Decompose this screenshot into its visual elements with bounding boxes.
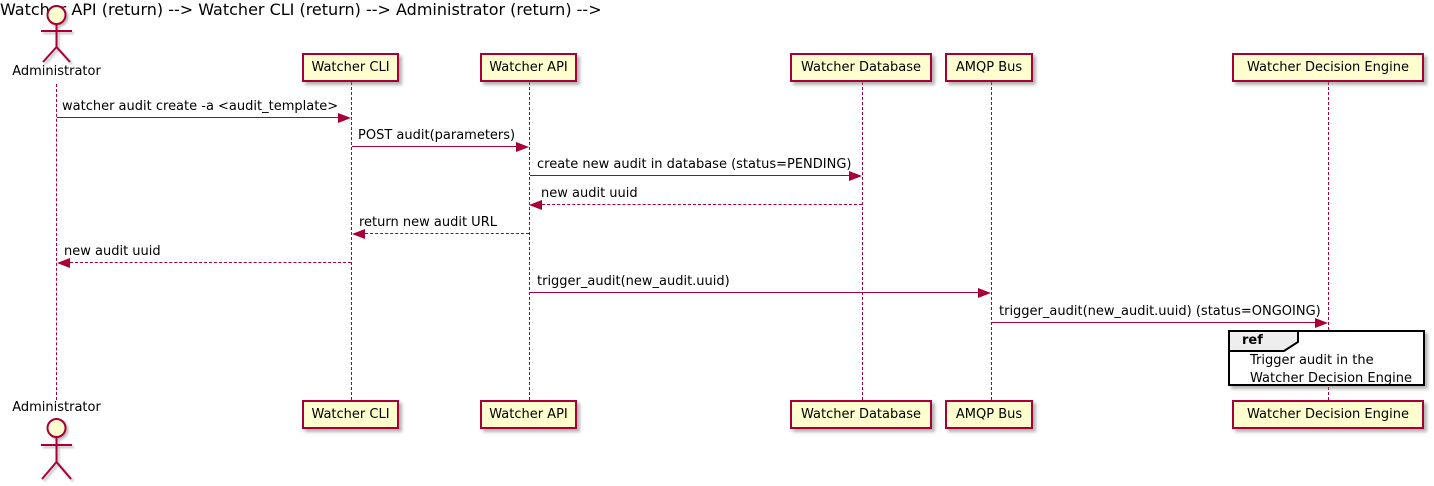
ref-tab-shape [1228, 330, 1299, 352]
message-7-arrowhead [978, 288, 991, 298]
ref-keyword: ref [1242, 333, 1263, 348]
participant-watcher-cli-top: Watcher CLI [302, 53, 399, 82]
message-3-arrowhead [849, 171, 862, 181]
participant-watcher-database-bottom: Watcher Database [790, 400, 932, 429]
message-5-arrowhead [352, 229, 365, 239]
lifeline-administrator [56, 84, 57, 400]
message-4-line [542, 204, 862, 205]
actor-label-bottom: Administrator [12, 400, 101, 415]
lifeline-watcher-cli [351, 82, 352, 400]
message-7-label: trigger_audit(new_audit.uuid) [537, 274, 730, 289]
message-1-arrowhead [338, 113, 351, 123]
actor-label-top: Administrator [12, 64, 101, 79]
participant-watcher-decision-engine-top: Watcher Decision Engine [1232, 53, 1424, 82]
ref-fragment: ref Trigger audit in the Watcher Decisio… [1228, 330, 1425, 386]
message-2-arrowhead [516, 142, 529, 152]
message-1-line [57, 117, 338, 118]
participant-amqp-bus-bottom: AMQP Bus [945, 400, 1033, 429]
actor-icon [41, 5, 72, 63]
message-5-label: return new audit URL [359, 215, 497, 230]
message-3-line [530, 175, 849, 176]
message-6-arrowhead [57, 258, 70, 268]
lifeline-watcher-api [529, 82, 530, 400]
message-6-line [70, 262, 351, 263]
message-1-label: watcher audit create -a <audit_template> [62, 99, 339, 114]
message-2-label: POST audit(parameters) [358, 128, 516, 143]
message-7-line [530, 292, 978, 293]
actor-icon-bottom [41, 418, 72, 480]
message-8-arrowhead [1315, 318, 1328, 328]
message-8-line [992, 322, 1315, 323]
ref-text-line-1: Trigger audit in the [1250, 353, 1374, 368]
message-4-arrowhead [529, 200, 542, 210]
message-6-label: new audit uuid [64, 244, 161, 259]
lifeline-watcher-database [862, 82, 863, 400]
participant-watcher-decision-engine-bottom: Watcher Decision Engine [1232, 400, 1424, 429]
lifeline-watcher-decision-engine [1328, 82, 1329, 400]
participant-watcher-api-top: Watcher API [480, 53, 577, 82]
message-4-label: new audit uuid [541, 186, 638, 201]
message-3-label: create new audit in database (status=PEN… [537, 157, 852, 172]
message-2-line [352, 146, 516, 147]
ref-text-line-2: Watcher Decision Engine [1250, 371, 1412, 386]
participant-watcher-cli-bottom: Watcher CLI [302, 400, 399, 429]
message-5-line [365, 233, 529, 234]
participant-amqp-bus-top: AMQP Bus [945, 53, 1033, 82]
message-8-label: trigger_audit(new_audit.uuid) (status=ON… [999, 304, 1321, 319]
participant-watcher-api-bottom: Watcher API [480, 400, 577, 429]
lifeline-amqp-bus [991, 82, 992, 400]
participant-watcher-database-top: Watcher Database [790, 53, 932, 82]
